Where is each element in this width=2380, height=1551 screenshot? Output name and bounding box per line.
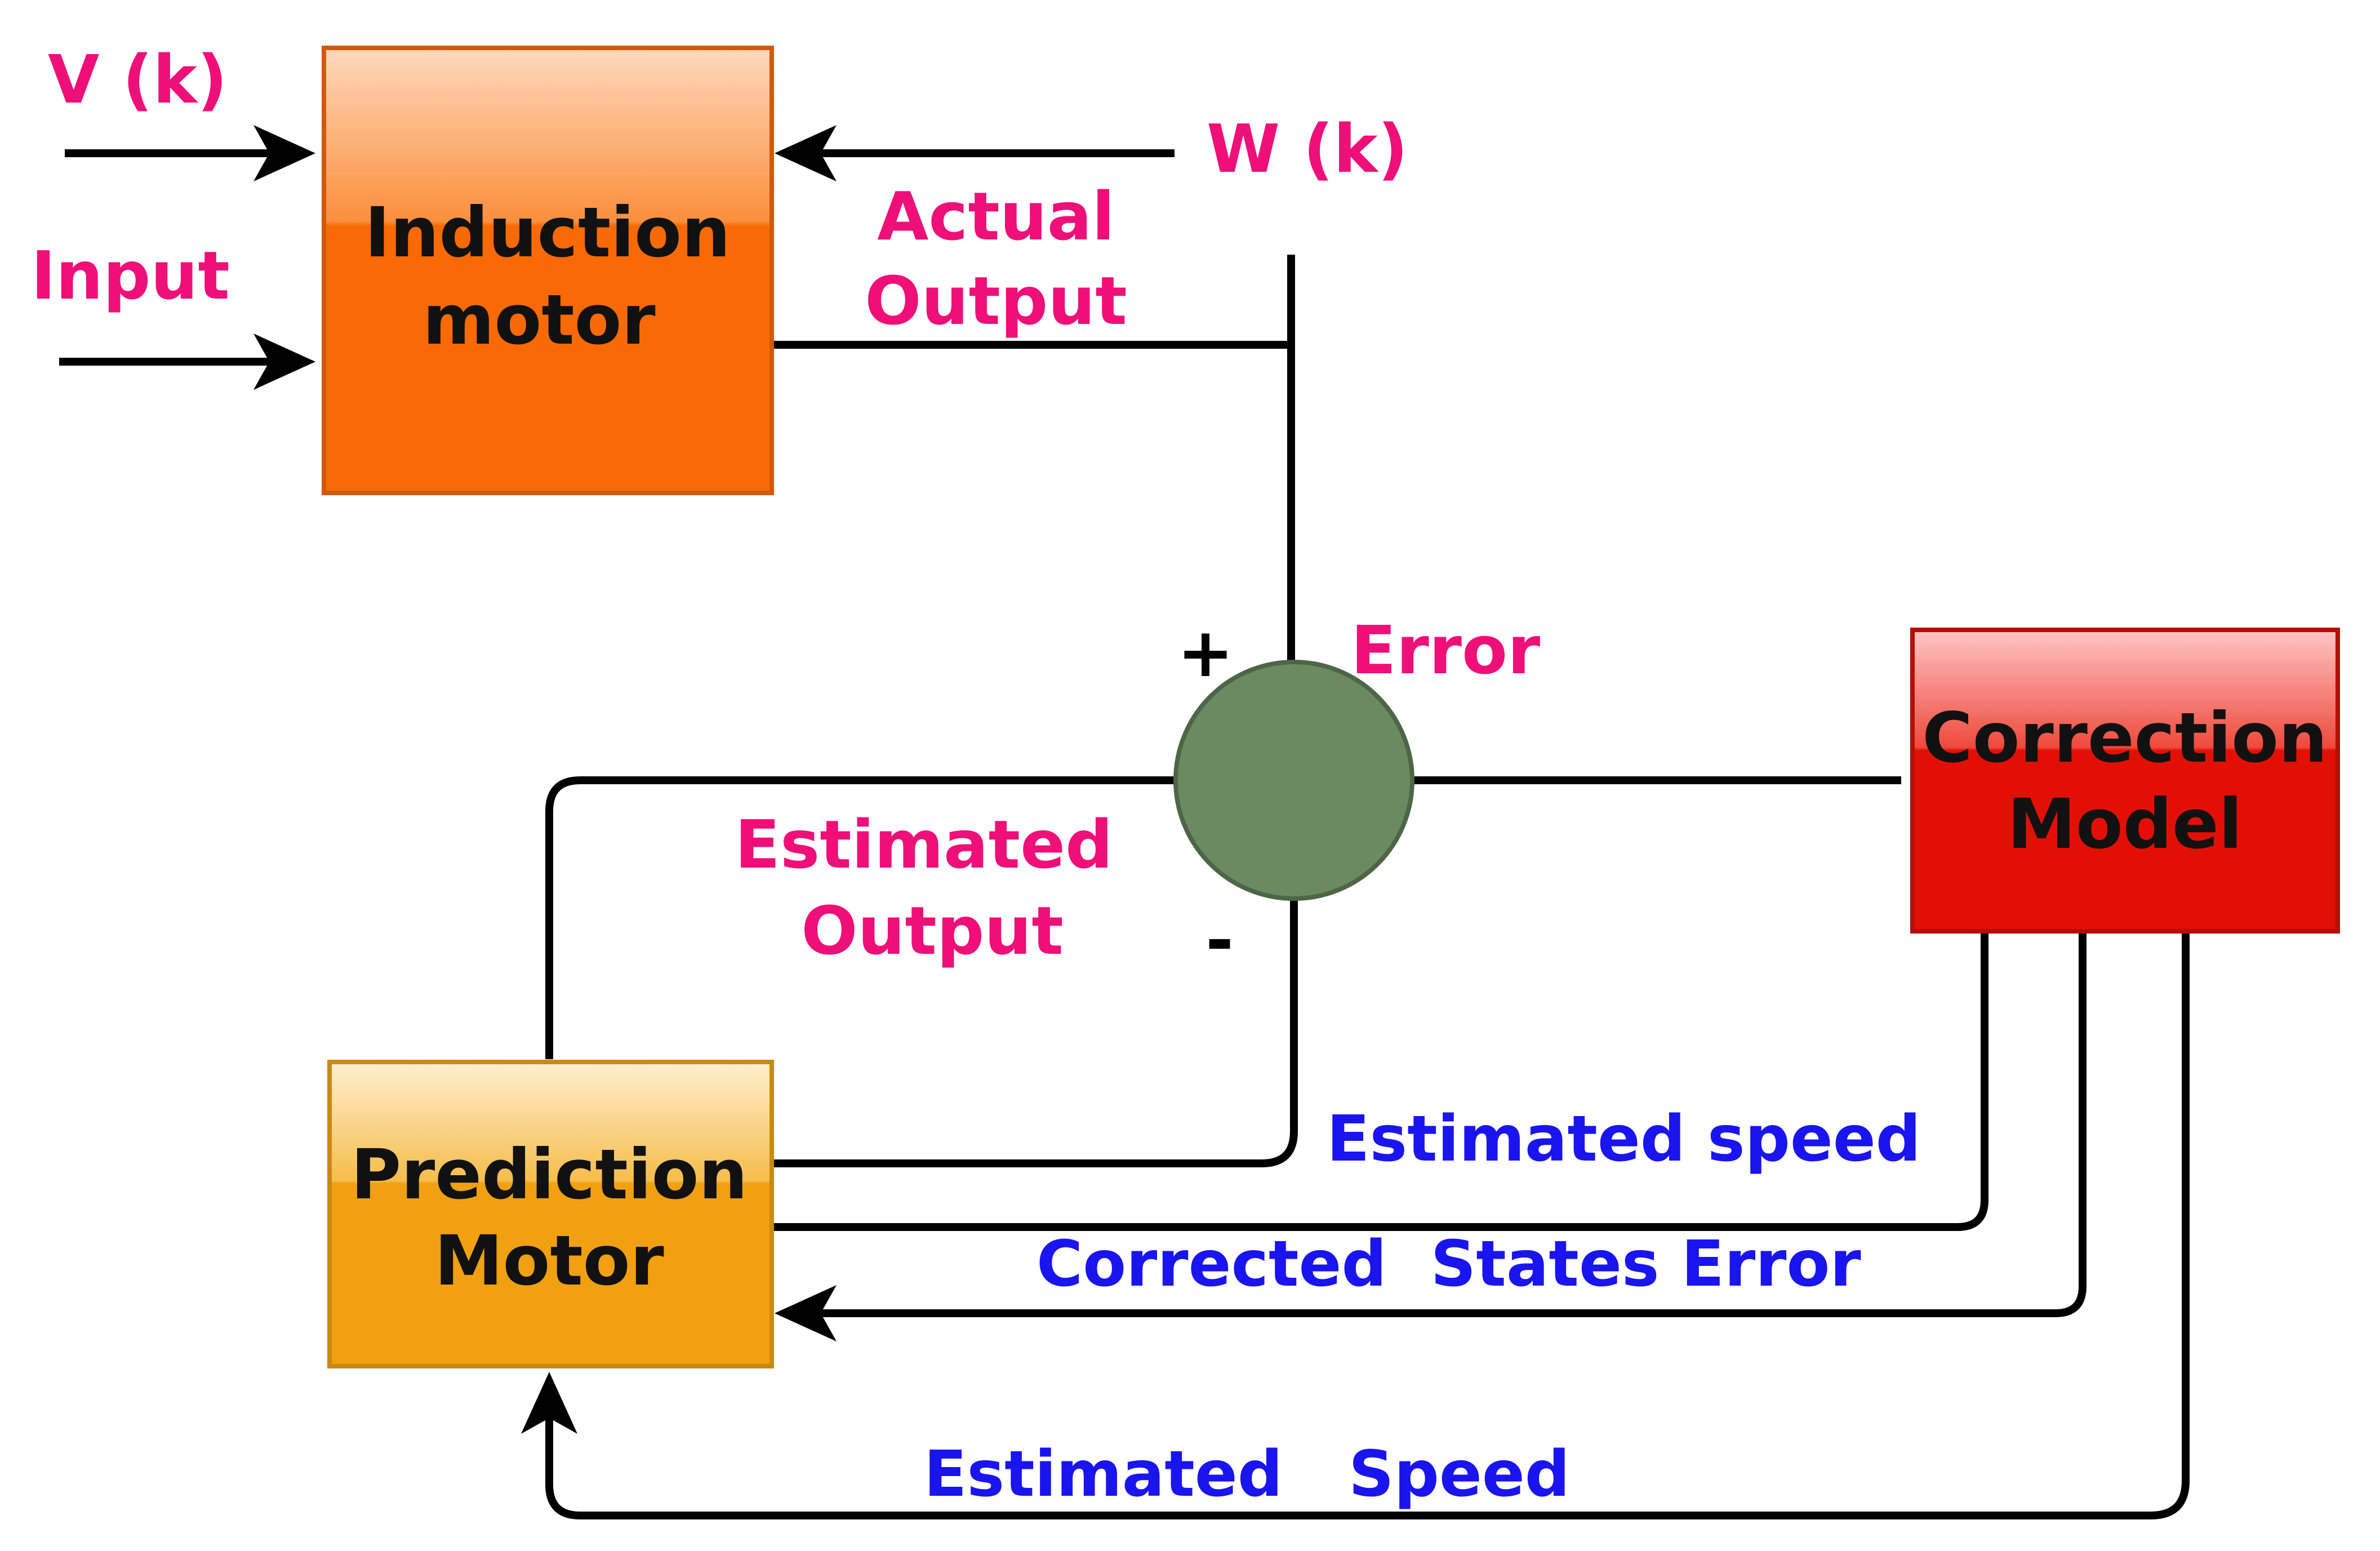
actual-output-label-line2: Output <box>865 262 1127 340</box>
w-k-label: W (k) <box>1207 110 1408 188</box>
induction-motor-label-line2: motor <box>422 280 655 360</box>
input-arrow <box>59 334 315 390</box>
estimated-output-line <box>545 776 1177 1059</box>
minus-sign: - <box>1205 901 1234 980</box>
v-k-label: V (k) <box>48 41 228 118</box>
correction-model-label-line1: Correction <box>1922 698 2328 778</box>
actual-output-label-line1: Actual <box>877 177 1115 255</box>
v-k-input-arrow <box>65 125 315 181</box>
prediction-motor-label-line1: Prediction <box>351 1135 748 1215</box>
estimated-speed-to-junction-line <box>772 896 1298 1167</box>
estimated-output-label-line2: Output <box>801 892 1064 970</box>
estimated-output-label-line1: Estimated <box>735 806 1113 883</box>
correction-model-label-line2: Model <box>2007 784 2242 864</box>
induction-motor-block: Induction motor <box>322 46 774 495</box>
induction-motor-label-line1: Induction <box>364 193 731 273</box>
estimated-speed-lower-label: Estimated Speed <box>924 1438 1570 1511</box>
estimated-speed-upper-label: Estimated speed <box>1327 1103 1921 1176</box>
correction-model-block: Correction Model <box>1910 628 2340 934</box>
error-label: Error <box>1351 611 1540 689</box>
corrected-states-error-arrow <box>775 931 2087 1341</box>
estimated-speed-feedback-line <box>772 931 1988 1231</box>
summing-junction <box>1173 660 1414 901</box>
plus-sign: + <box>1177 614 1234 692</box>
w-k-arrow <box>775 125 1175 181</box>
input-label: Input <box>31 237 230 314</box>
prediction-motor-label-line2: Motor <box>434 1221 664 1301</box>
corrected-states-error-label: Corrected States Error <box>1036 1228 1861 1301</box>
estimated-speed-loop-arrow <box>521 931 2190 1519</box>
prediction-motor-block: Prediction Motor <box>327 1060 774 1368</box>
